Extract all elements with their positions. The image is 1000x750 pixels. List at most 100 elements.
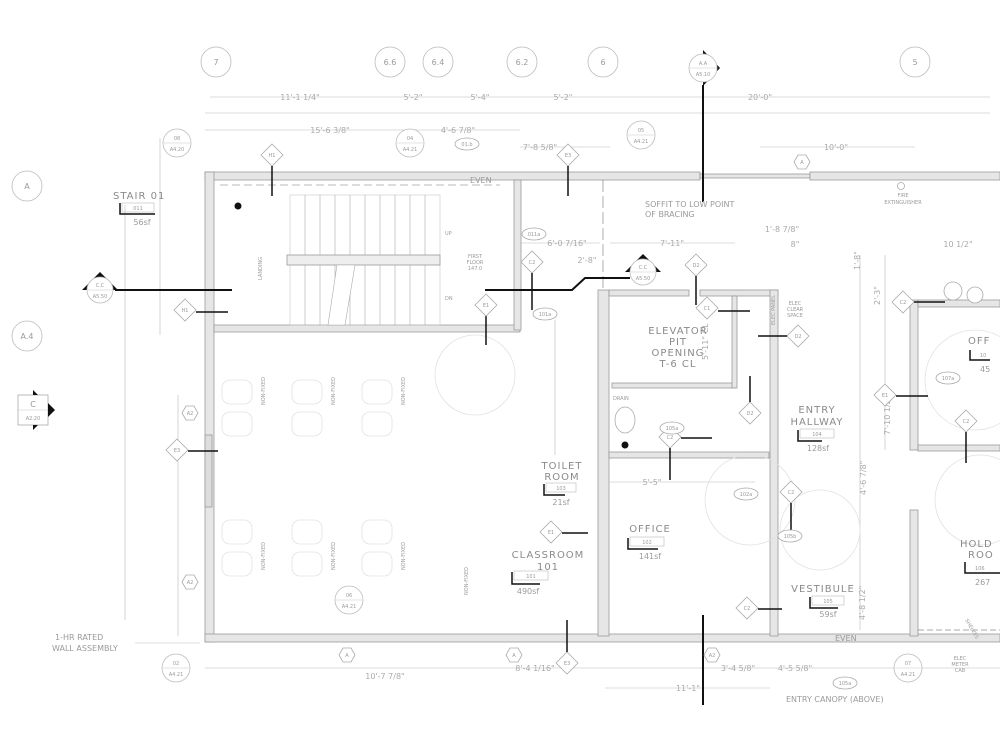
- plan-label: 101: [526, 574, 536, 580]
- plan-label: 128sf: [807, 444, 829, 453]
- plan-label: A: [800, 160, 804, 166]
- plan-linework: [48, 403, 55, 417]
- plan-label: 103: [556, 486, 566, 492]
- toilet-fixture: [614, 406, 636, 434]
- door-tag: 01.b: [461, 142, 472, 148]
- wall-tag-A2: A2: [181, 405, 199, 421]
- plan-linework: [545, 482, 577, 493]
- dim-bottom-1: 10'-7 7/8": [365, 672, 404, 681]
- plan-linework: [555, 651, 579, 675]
- plan-linework: [221, 551, 253, 577]
- plan-label: ROO: [968, 550, 994, 561]
- plan-label: A5.10: [696, 72, 711, 78]
- plan-linework: [204, 171, 215, 643]
- plan-linework: 01.b: [454, 137, 480, 151]
- door-tag: 105a: [839, 681, 852, 687]
- plan-linework: [793, 154, 811, 170]
- plan-label: D2: [746, 411, 753, 417]
- plan-label: T-6 CL: [659, 359, 697, 370]
- plan-label: 5: [912, 58, 917, 67]
- plan-linework: 101a: [532, 307, 558, 321]
- plan-linework: [422, 46, 454, 78]
- room-office-right: OFF 10 45: [968, 336, 990, 374]
- door-hardware-tags: H1 H1 E3 E3 E3 C2 C2 C2 C2 C2 C2 C1 D2 D…: [165, 143, 978, 675]
- plan-linework: [119, 203, 155, 215]
- plan-linework: [966, 286, 984, 304]
- non-fixed-label: NON-FIXED: [401, 377, 407, 405]
- plan-linework: [608, 289, 690, 297]
- plan-label: HALLWAY: [790, 417, 843, 428]
- even-note: EVEN: [470, 176, 492, 185]
- plan-label: A2: [187, 580, 194, 586]
- room-entry-hallway-104: ENTRY HALLWAY 104 128sf: [790, 405, 843, 453]
- plan-label: ENTRY: [798, 405, 835, 416]
- fire-extinguisher-note: EXTINGUISHER: [884, 200, 922, 206]
- plan-linework: [621, 441, 629, 449]
- plan-linework: [539, 520, 563, 544]
- plan-label: 45: [980, 365, 990, 374]
- plan-label: 6: [600, 58, 605, 67]
- door-tag: 101a: [539, 312, 552, 318]
- plan-linework: [11, 170, 43, 202]
- plan-linework: [327, 264, 356, 326]
- plan-label: C2: [744, 606, 751, 612]
- plan-linework: [374, 46, 406, 78]
- walls: [204, 171, 1000, 643]
- plan-linework: [934, 454, 1000, 546]
- plan-linework: [511, 572, 540, 585]
- wall-type-tags: A A A A2 A2 A2: [181, 154, 811, 663]
- plan-linework: [909, 299, 919, 451]
- plan-linework: [629, 536, 665, 547]
- plan-label: 011: [133, 206, 143, 212]
- dim-int: 10 1/2": [943, 240, 972, 249]
- soffit-note: SOFFIT TO LOW POINT: [645, 200, 734, 209]
- dim-top-7: 4'-6 7/8": [441, 126, 475, 135]
- plan-linework: [917, 299, 1000, 308]
- column-dot: [234, 202, 242, 210]
- plan-label: D2: [794, 334, 801, 340]
- grid-bubble-A.4: A.4: [11, 320, 43, 352]
- room-classroom-101: CLASSROOM 101 101 490sf: [511, 550, 585, 596]
- plan-linework: [799, 428, 835, 439]
- plan-label: CLASSROOM: [512, 550, 585, 561]
- plan-label: 105: [823, 599, 833, 605]
- plan-linework: [924, 329, 1000, 431]
- section-cuts: [115, 85, 704, 705]
- plan-label: C2: [788, 490, 795, 496]
- plan-linework: [659, 421, 685, 435]
- first-floor-note: FIRST: [468, 254, 483, 260]
- diamond-tag: C2: [735, 596, 782, 620]
- plan-label: 106: [975, 566, 985, 572]
- diamond-tag: D2: [758, 324, 810, 348]
- plan-label: 08: [174, 136, 180, 142]
- fire-extinguisher-icon: [897, 182, 905, 190]
- non-fixed-label: NON-FIXED: [331, 542, 337, 570]
- elec-clear-note: ELEC: [789, 301, 802, 307]
- plan-linework: [608, 451, 770, 459]
- meter-note: METER: [951, 662, 969, 668]
- plan-linework: 105a: [659, 421, 685, 435]
- plan-linework: [221, 379, 253, 405]
- plan-linework: [513, 179, 522, 331]
- dim-int: 6'-0 7/16": [547, 239, 586, 248]
- plan-label: 6.2: [516, 58, 529, 67]
- grid-bubbles: 7 6.6 6.4 6.2 6 5 A A.4: [11, 46, 931, 352]
- elec-clear-note: CLEAR: [787, 307, 804, 313]
- plan-label: C2: [667, 435, 674, 441]
- plan-label: PIT: [669, 337, 687, 348]
- wall-assembly-note: 1-HR RATED: [55, 633, 103, 642]
- plan-linework: [909, 509, 919, 637]
- diamond-tag: E1: [873, 383, 928, 407]
- dim-top-5: 20'-0": [748, 93, 772, 102]
- plan-linework: [506, 46, 538, 78]
- dim-top-9: 10'-0": [824, 143, 848, 152]
- plan-label: 07: [905, 661, 911, 667]
- plan-linework: [33, 425, 38, 430]
- plan-linework: [361, 519, 393, 545]
- plan-label: E1: [882, 393, 888, 399]
- plan-label: H1: [182, 308, 189, 314]
- plan-label: A: [512, 653, 516, 659]
